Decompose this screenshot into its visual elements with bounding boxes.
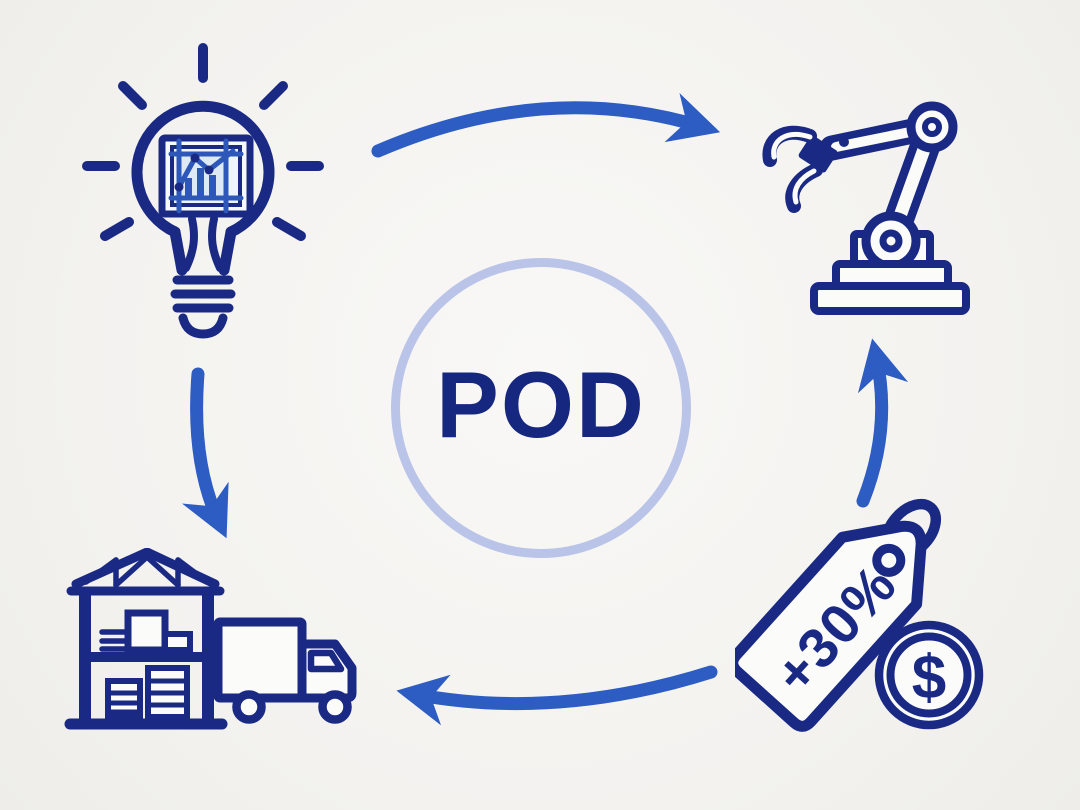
forearm-rivet — [839, 137, 849, 147]
arrow-pricing-to-fulfillment — [396, 665, 718, 726]
dollar-symbol: $ — [912, 644, 946, 713]
warehouse-building — [64, 547, 228, 730]
arrow-idea-to-production — [371, 92, 721, 158]
bulb-base — [170, 275, 236, 339]
bulb-rays — [82, 43, 324, 241]
pricing-node: $ +30% — [727, 482, 1005, 772]
delivery-truck — [213, 617, 357, 724]
truck-window — [307, 649, 345, 673]
storage-boxes-upper — [99, 609, 193, 654]
production-node — [758, 86, 970, 318]
chart-bars — [185, 168, 216, 198]
gripper-wrist — [798, 135, 838, 173]
filament-right — [208, 215, 224, 272]
dollar-coin-icon: $ — [874, 620, 984, 730]
idea-node — [75, 40, 335, 340]
storage-boxes-lower — [105, 665, 190, 720]
center-label: POD — [436, 352, 646, 457]
tag-hole — [872, 543, 906, 577]
bulb-outline — [131, 100, 275, 276]
truck-cargo-box — [213, 617, 307, 703]
chart-frame — [158, 134, 254, 218]
robot-arm-icon — [762, 101, 970, 315]
chart-trend-line — [174, 148, 236, 192]
robot-base — [810, 260, 970, 315]
robot-joints — [861, 101, 958, 271]
filament-left — [182, 215, 198, 272]
arrow-pricing-to-production — [856, 338, 909, 508]
roof-truss — [66, 547, 225, 596]
warehouse-truck-icon — [64, 547, 357, 730]
lightbulb-chart-icon — [82, 43, 324, 339]
price-tag-icon: $ +30% — [727, 498, 984, 732]
fulfillment-node — [58, 547, 378, 748]
chart-axes — [168, 138, 244, 214]
center-circle: POD — [391, 258, 691, 558]
truck-wheels — [232, 690, 352, 724]
robot-gripper — [762, 125, 838, 213]
arrow-idea-to-fulfillment — [181, 367, 229, 539]
